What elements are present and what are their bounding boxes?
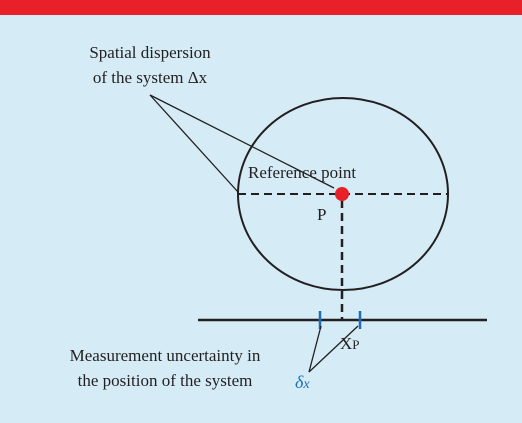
delta-x-label: δx — [295, 372, 310, 392]
spatial-dispersion-label-line2: of the system Δx — [93, 68, 208, 87]
xp-label-main: X — [340, 334, 352, 353]
measurement-uncertainty-label-line1: Measurement uncertainty in — [70, 346, 261, 365]
point-p-label: P — [317, 205, 326, 224]
top-accent-bar — [0, 0, 522, 15]
measurement-uncertainty-label-line2: the position of the system — [78, 371, 253, 390]
dispersion-pointer-left — [149, 94, 239, 193]
delta-x-main: δ — [295, 372, 304, 392]
xp-label: XP — [340, 334, 360, 353]
delta-pointer-left — [308, 325, 322, 373]
delta-x-subscript: x — [302, 377, 310, 392]
xp-label-subscript: P — [352, 337, 359, 352]
reference-point-dot — [335, 187, 349, 201]
reference-point-label: Reference point — [248, 163, 356, 182]
spatial-dispersion-label-line1: Spatial dispersion — [89, 43, 211, 62]
dispersion-pointer-right — [149, 94, 335, 189]
delta-pointer-right — [308, 325, 359, 373]
